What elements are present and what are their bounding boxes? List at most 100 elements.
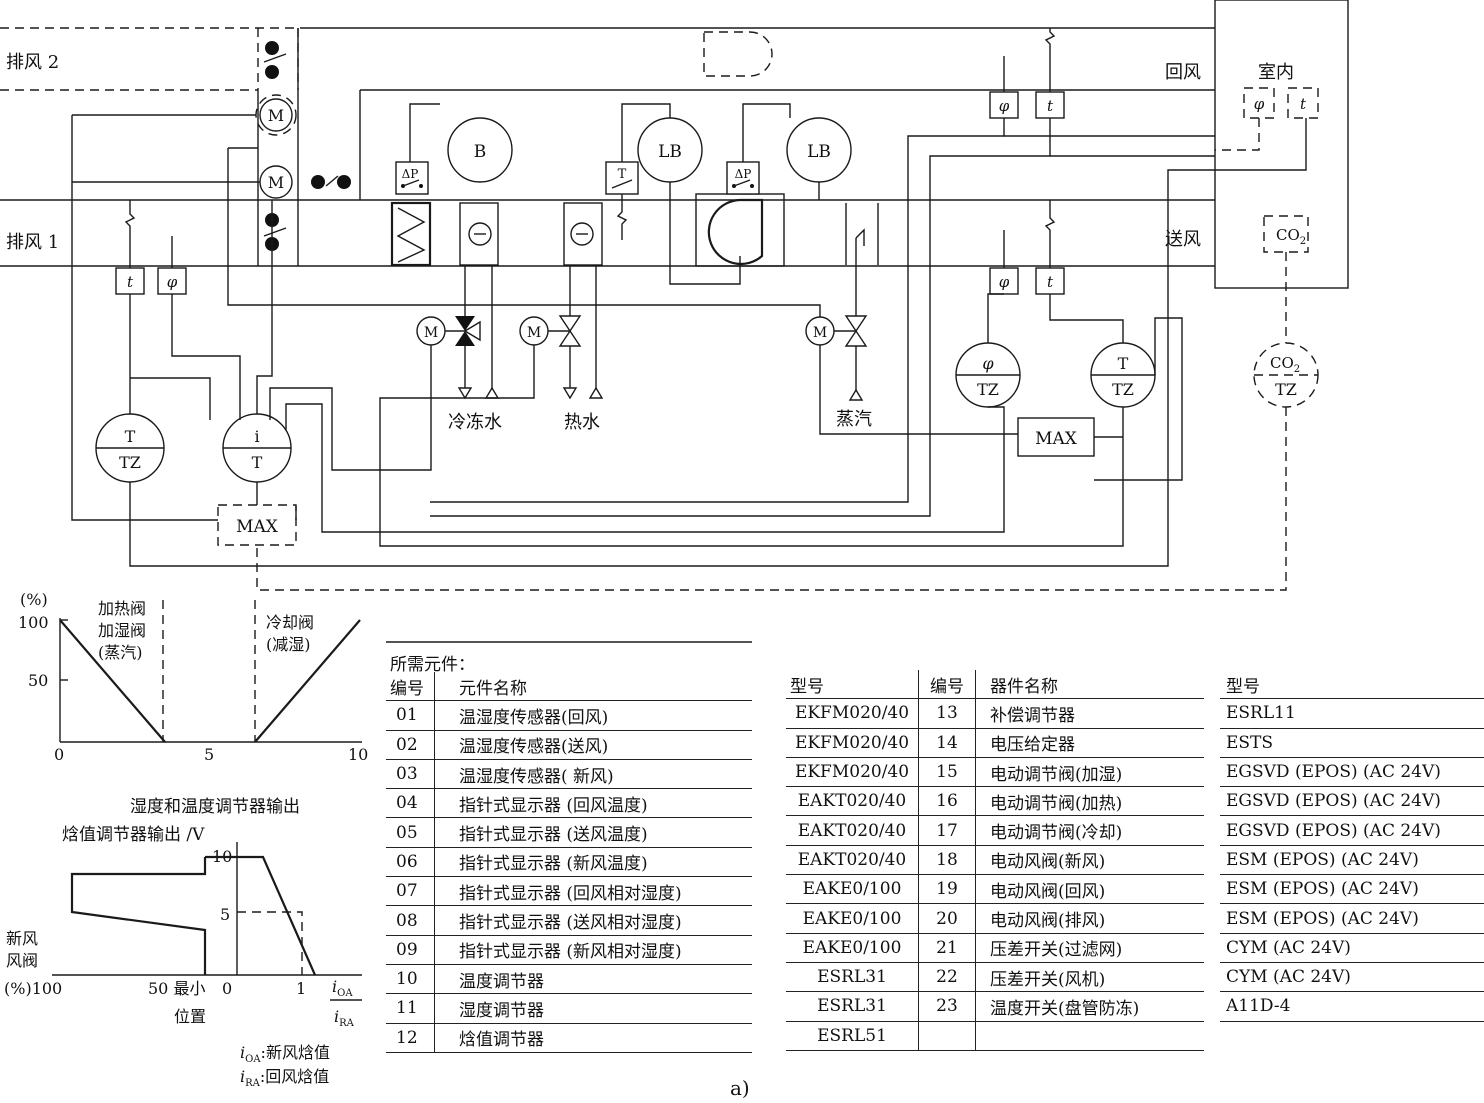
indoor-label: 室内 xyxy=(1258,62,1294,83)
legend-ra: iRA:回风焓值 xyxy=(240,1067,329,1089)
exhaust-damper-motor xyxy=(259,98,293,132)
component-name: 指针式显示器 (新风相对湿度) xyxy=(434,935,752,965)
device-no: 22 xyxy=(918,962,976,993)
device-name: 电动风阀(新风) xyxy=(975,845,1204,876)
return-temp-sensor-label: t xyxy=(1047,97,1054,115)
steam-valve-motor-label: M xyxy=(813,325,827,341)
outdoor-humidity-sensor xyxy=(157,267,187,295)
outdoor-temp-sensor-label: t xyxy=(127,273,134,291)
component-name: 温度调节器 xyxy=(434,964,752,995)
fan-indicator-b xyxy=(447,117,513,183)
max-selector-dashed-label: MAX xyxy=(236,517,279,537)
components-header-no: 编号 xyxy=(386,672,435,702)
component-no: 04 xyxy=(386,788,435,819)
filter xyxy=(390,201,432,267)
device-no: 14 xyxy=(918,728,976,758)
model-row: CYM (AC 24V) xyxy=(1220,933,1484,963)
heating-coil xyxy=(563,202,603,266)
room-temp-sensor-label: t xyxy=(1300,95,1307,113)
lb-indicator-2-label: LB xyxy=(807,142,831,162)
humidity-controller-top: φ xyxy=(982,354,994,373)
model-row: ESM (EPOS) (AC 24V) xyxy=(1220,874,1484,905)
device-name: 补偿调节器 xyxy=(975,698,1204,729)
device-model: EKFM020/40 xyxy=(786,728,919,758)
enthalpy-xtick-100: (%)100 xyxy=(4,979,62,998)
outdoor-temp-controller-top: T xyxy=(125,427,136,446)
device-name: 电动风阀(回风) xyxy=(975,874,1204,905)
valve-chart-ytick-50: 50 xyxy=(28,671,48,690)
valve-chart-y-unit: (%) xyxy=(20,590,48,609)
humidity-controller-bottom: TZ xyxy=(977,380,999,399)
device-name: 压差开关(风机) xyxy=(975,962,1204,993)
component-name: 温湿度传感器(送风) xyxy=(434,730,752,760)
damper-position-curve xyxy=(70,857,207,975)
return-damper xyxy=(311,175,351,189)
device-no: 18 xyxy=(918,845,976,876)
model-value: ESM (EPOS) (AC 24V) xyxy=(1220,903,1484,934)
component-no: 10 xyxy=(386,964,435,995)
co2-controller-top: CO2 xyxy=(1270,354,1300,375)
outdoor-temp-controller-bottom: TZ xyxy=(119,453,141,472)
model-row: A11D-4 xyxy=(1220,991,1484,1022)
device-model: EAKT020/40 xyxy=(786,786,919,817)
device-no: 23 xyxy=(918,991,976,1022)
model-value: EGSVD (EPOS) (AC 24V) xyxy=(1220,815,1484,846)
device-no: 15 xyxy=(918,757,976,788)
steam-valve: M xyxy=(805,238,868,401)
valve-chart-xtick-0: 0 xyxy=(54,745,64,764)
humidifier-nozzle xyxy=(855,228,865,246)
room-co2-sensor-label: CO2 xyxy=(1276,226,1306,247)
model-value: CYM (AC 24V) xyxy=(1220,933,1484,963)
heating-valve-label-3: (蒸汽) xyxy=(98,643,143,662)
component-no: 06 xyxy=(386,847,435,878)
device-name: 电压给定器 xyxy=(975,728,1204,758)
models-header-row: 型号 xyxy=(1220,670,1484,700)
device-no: 13 xyxy=(918,698,976,729)
figure-label: a) xyxy=(730,1076,750,1100)
room-humidity-sensor-label: φ xyxy=(1254,95,1265,113)
enthalpy-xtick-min-position: 位置 xyxy=(174,1007,206,1026)
legend-oa: iOA:新风焓值 xyxy=(240,1043,330,1065)
model-row: CYM (AC 24V) xyxy=(1220,962,1484,993)
device-name: 电动调节阀(加热) xyxy=(975,786,1204,817)
component-no: 05 xyxy=(386,817,435,848)
device-no: 20 xyxy=(918,903,976,934)
device-row: ESRL51 xyxy=(786,1021,1204,1051)
cooling-coil xyxy=(459,202,499,266)
heating-valve-label-1: 加热阀 xyxy=(98,599,146,618)
enthalpy-chart-ylabel: 焓值调节器输出 /V xyxy=(62,825,205,845)
device-model: ESRL31 xyxy=(786,991,919,1022)
device-model: ESRL31 xyxy=(786,962,919,993)
damper-label-2: 风阀 xyxy=(6,951,38,970)
exhaust-damper-motor-label: M xyxy=(268,106,284,125)
control-wiring xyxy=(71,103,1307,591)
component-no: 07 xyxy=(386,876,435,907)
device-no: 16 xyxy=(918,786,976,817)
enthalpy-chart-title: 湿度和温度调节器输出 xyxy=(130,797,300,817)
chilled-water-valve: M xyxy=(416,266,500,400)
max-selector-label: MAX xyxy=(1035,429,1078,449)
device-model: EAKT020/40 xyxy=(786,815,919,846)
component-name: 指针式显示器 (送风温度) xyxy=(434,817,752,848)
model-value: ESM (EPOS) (AC 24V) xyxy=(1220,845,1484,876)
return-humidity-sensor-label: φ xyxy=(999,97,1010,115)
device-model: EAKE0/100 xyxy=(786,874,919,905)
models-header: 型号 xyxy=(1220,670,1484,700)
fan-indicator-b-label: B xyxy=(474,142,487,162)
